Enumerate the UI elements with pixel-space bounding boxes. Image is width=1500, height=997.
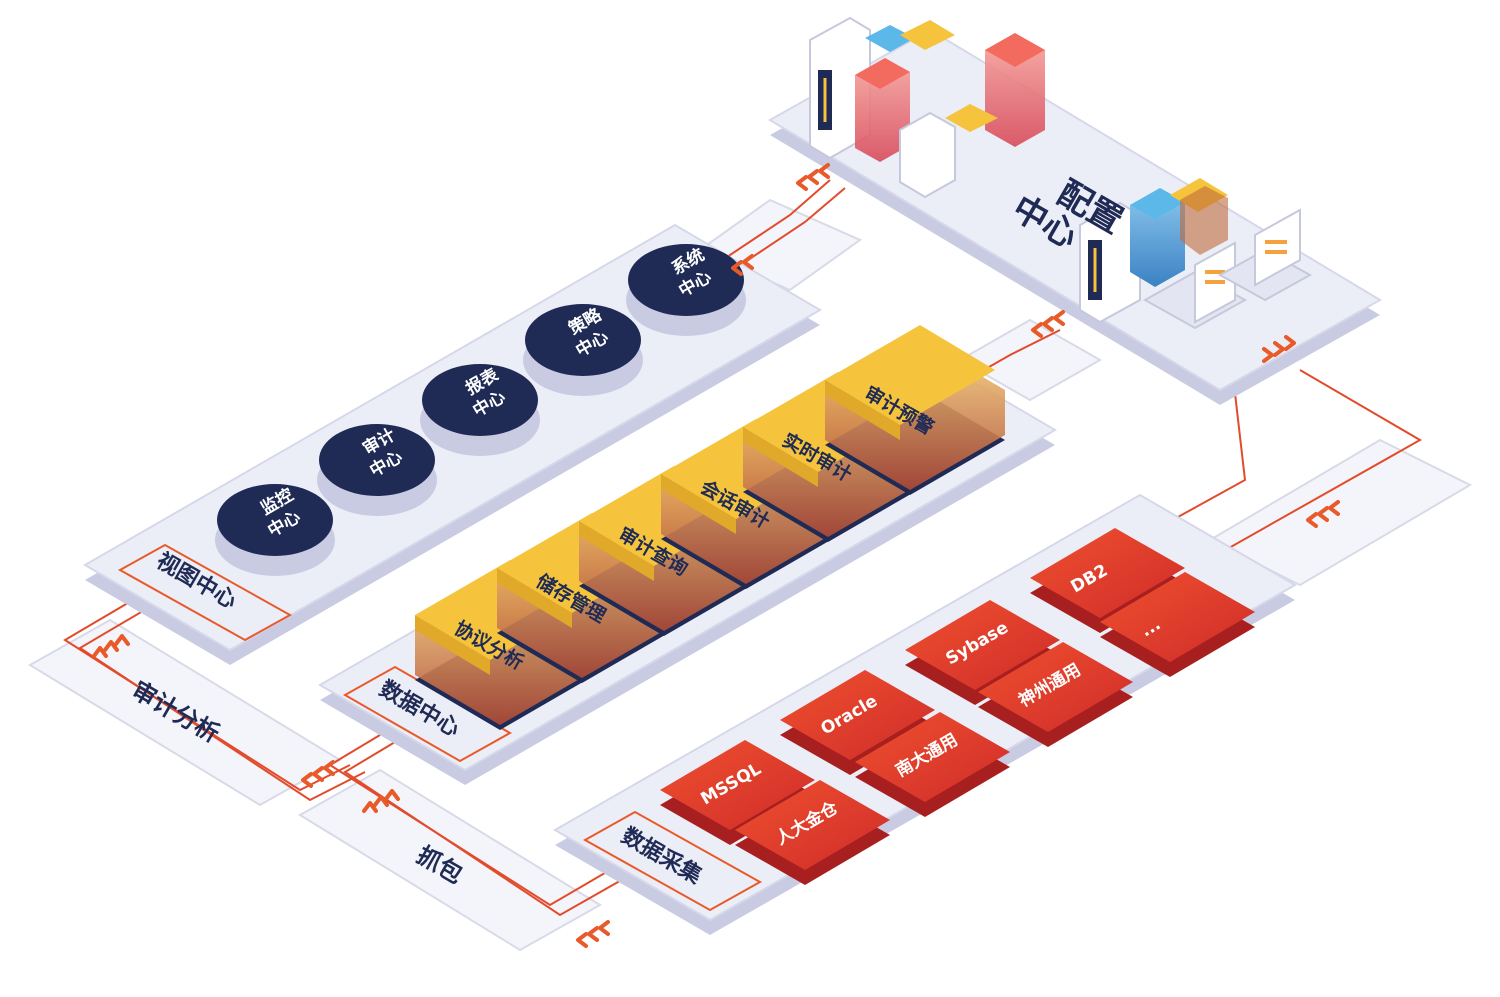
view-center: 视图中心 监控 中心 审计 中心 报表 中心 策略 中心 系	[83, 223, 822, 665]
monitor-center-button[interactable]: 监控 中心	[215, 484, 335, 576]
report-center-button[interactable]: 报表 中心	[420, 364, 540, 456]
audit-alert-module[interactable]: 审计预警	[825, 325, 1005, 495]
chevron-icon	[1284, 335, 1296, 351]
chevron-icon	[818, 163, 830, 179]
system-center-button[interactable]: 系统 中心	[626, 244, 746, 336]
kingbase-tile[interactable]: 人大金仓	[735, 780, 890, 885]
chevron-icon	[92, 646, 108, 658]
chevron-icon	[1273, 341, 1285, 357]
chevron-icon	[312, 766, 324, 782]
chevron-icon	[742, 254, 754, 270]
chevron-icon	[1031, 322, 1043, 338]
chevron-icon	[323, 760, 335, 776]
chevron-icon	[576, 932, 588, 948]
storage-cube-icon	[855, 20, 1228, 287]
chevron-icon	[384, 789, 400, 801]
chevron-icon	[1262, 347, 1274, 363]
chevron-icon	[807, 169, 819, 185]
oracle-tile[interactable]: Oracle	[780, 670, 935, 775]
audit-center-button[interactable]: 审计 中心	[317, 424, 437, 516]
config-center: 配置 中心	[768, 16, 1382, 405]
chevron-icon	[1317, 506, 1329, 522]
db2-tile[interactable]: DB2	[1030, 528, 1185, 633]
chevron-icon	[1042, 316, 1054, 332]
more-tile[interactable]: ...	[1100, 572, 1255, 677]
policy-center-button[interactable]: 策略 中心	[523, 304, 643, 396]
chevron-icon	[598, 920, 610, 936]
sybase-tile[interactable]: Sybase	[905, 600, 1060, 705]
server-icon	[1079, 201, 1141, 324]
chevron-icon	[114, 634, 130, 646]
flow-arrows	[92, 163, 1340, 948]
workstation-icon	[1142, 208, 1313, 330]
shenzhou-tile[interactable]: 神州通用	[978, 642, 1133, 747]
chevron-icon	[1053, 310, 1065, 326]
mssql-tile[interactable]: MSSQL	[660, 740, 815, 845]
chevron-icon	[1306, 512, 1318, 528]
chevron-icon	[301, 772, 313, 788]
data-collect: 数据采集 MSSQL人大金仓Oracle南大通用Sybase神州通用DB2...	[552, 493, 1298, 935]
chevron-icon	[731, 260, 743, 276]
chevron-icon	[362, 801, 378, 813]
chevron-icon	[796, 175, 808, 191]
chevron-icon	[587, 926, 599, 942]
gbase-tile[interactable]: 南大通用	[855, 712, 1010, 817]
chevron-icon	[103, 640, 119, 652]
chevron-icon	[373, 795, 389, 807]
chevron-icon	[1328, 500, 1340, 516]
